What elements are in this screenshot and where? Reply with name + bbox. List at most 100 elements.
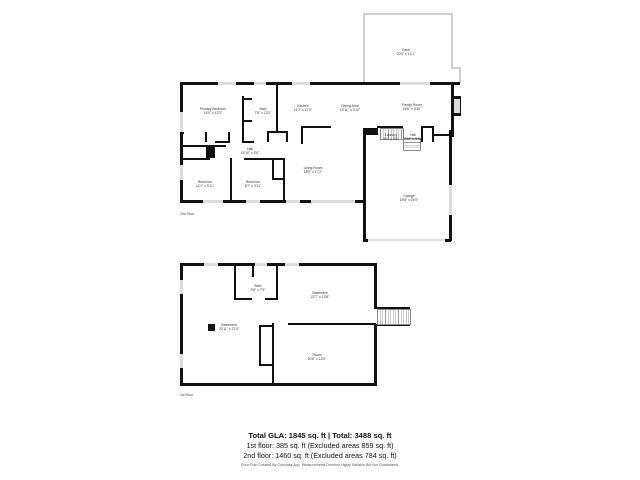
window [255,263,267,266]
wall-primary-bath [242,96,244,142]
window [246,200,260,203]
laundry-wall-top [377,126,403,128]
window [311,200,355,203]
closet-wall-left [259,325,261,365]
hvac-block [208,324,215,331]
wall-bath-shelf2 [242,120,252,122]
wall-bath-bottom4 [286,131,288,142]
window [180,112,183,132]
wall-closet3 [228,132,230,142]
laundry-steps [380,128,404,140]
bath-wall-bottom [234,298,252,300]
wall-closet-bed2 [272,158,274,179]
disclaimer: Floor Plan Created By Cubicasa App. Meas… [241,463,399,467]
laundry-wall [365,128,378,135]
garage-window [449,185,452,215]
wall-bed-divider [230,158,232,202]
wall-closet-bed2b [272,178,284,180]
floor-label-1st: 1st Floor [180,393,194,397]
wall-closet [205,132,207,142]
wall-kitchen-peninsula [301,126,331,128]
window [292,82,310,85]
window [285,263,299,266]
wall-hall-bottom [180,158,210,160]
first-floor-area: 1st floor: 385 sq. ft (Excluded areas 85… [246,441,394,450]
window [218,82,236,85]
hall-closet-top [421,126,433,128]
bath-wall-bottom2 [265,298,278,300]
wall-bottom-left [180,200,365,203]
window [204,263,218,266]
fireplace-hearth [454,99,460,113]
wall-bed2-right [283,158,285,202]
exterior-stairs [377,309,411,325]
wall-bottom [180,383,376,386]
deck-wall-left [363,13,365,83]
garage-door [367,239,447,241]
closet-wall-top [259,325,273,327]
second-floor-area: 2nd floor: 1460 sq. ft (Excluded areas 7… [243,451,397,460]
garage-wall-left [363,128,366,241]
floor-label-2nd: 2nd Floor [180,212,195,216]
total-area: Total GLA: 1845 sq. ft | Total: 3488 sq.… [248,431,392,440]
wall-bath-shelf [242,98,252,100]
wall-right-lower [374,324,377,386]
bath-wall-inner [252,263,254,277]
window [254,82,266,85]
hall-steps [403,138,421,151]
wall-bath-bottom [242,141,254,143]
bath-wall-right [276,263,278,299]
window [286,200,300,203]
window [203,200,223,203]
hvac-block [206,146,215,158]
hall-closet-right [432,126,434,142]
window [180,354,183,368]
wall-top [180,263,376,266]
window [180,280,183,294]
wall-left [180,82,183,202]
wall-bath-kitchen [276,82,278,132]
deck-wall-right2 [459,67,461,83]
room-wall-left [272,323,274,385]
deck-wall-step [451,67,460,69]
deck-door [400,82,430,85]
stair-wall-top [374,307,410,309]
garage-wall-bottom-r [445,239,451,242]
wall-hall-left [180,145,226,147]
bath-wall-left [234,263,236,299]
wall-left [180,263,183,385]
wall-hall-bottom2 [244,158,284,160]
wall-right-upper [374,263,377,309]
wall-right-to-garage [434,134,452,136]
closet-wall-bottom [259,364,273,366]
hall-closet [421,126,423,142]
deck-wall-right [451,13,453,68]
wall-kitchen-peninsula-v [301,126,303,144]
wall-bath-bottom2 [267,131,287,133]
wall-top [180,82,460,85]
deck-wall-top [363,13,453,15]
room-wall-top [288,323,376,325]
window [180,165,183,180]
wall-bath-bottom3 [267,131,269,142]
wall-closet2 [215,141,230,143]
wall-right-upper [451,82,454,137]
